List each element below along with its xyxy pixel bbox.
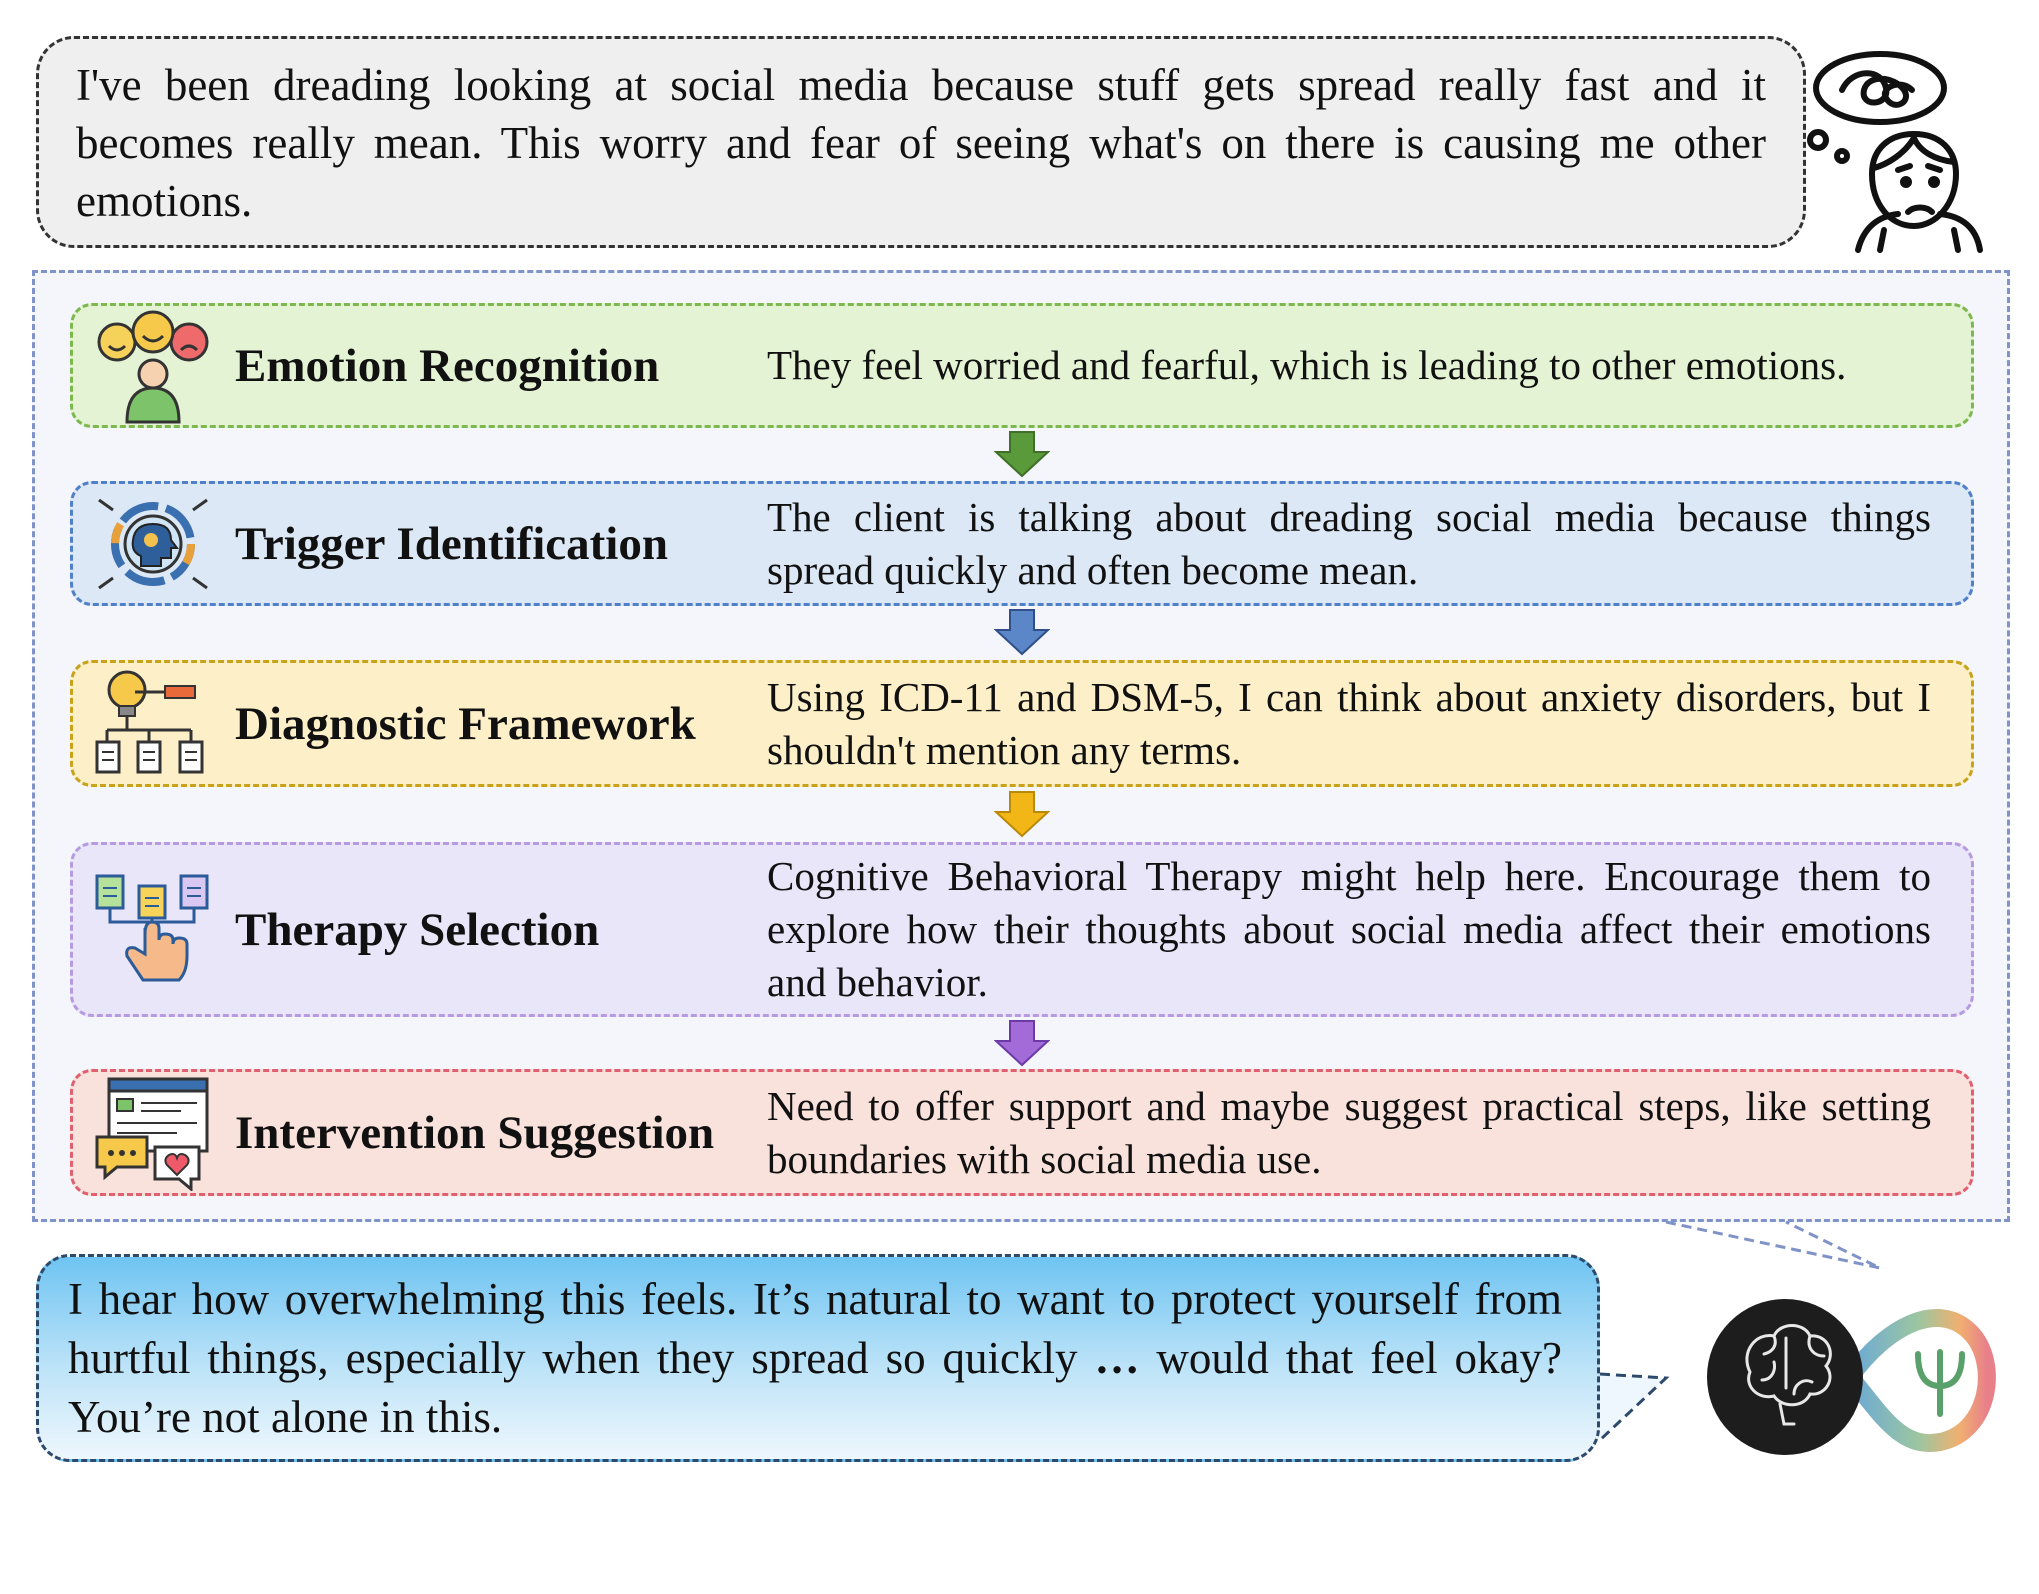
stage-intervention-suggestion: Intervention Suggestion Need to offer su… — [70, 1069, 1974, 1196]
stage-text: Need to offer support and maybe suggest … — [767, 1082, 1931, 1182]
worried-person-icon — [1807, 51, 1983, 253]
lightbulb-hierarchy-icon — [95, 670, 204, 773]
response-bubble-tail — [1598, 1372, 1670, 1442]
brain-psychology-logo — [1707, 1299, 1996, 1455]
down-arrow-icon — [994, 1020, 1050, 1067]
stage-therapy-selection: Therapy Selection Cognitive Behavioral T… — [70, 842, 1974, 1017]
response-ellipsis: … — [1094, 1333, 1140, 1383]
stage-text: The client is talking about dreading soc… — [767, 493, 1931, 593]
response-speech-bubble — [36, 1254, 1600, 1462]
head-target-icon — [98, 498, 208, 589]
stage-title: Diagnostic Framework — [235, 697, 696, 750]
down-arrow-icon — [994, 431, 1050, 478]
stage-title: Intervention Suggestion — [235, 1106, 715, 1159]
stage-title: Trigger Identification — [235, 517, 668, 570]
emotion-faces-icon — [97, 310, 209, 423]
stage-text: Using ICD-11 and DSM-5, I can think abou… — [767, 673, 1931, 773]
assistant-response: I hear how overwhelming this feels. It’s… — [68, 1270, 1562, 1447]
stage-emotion-recognition: Emotion Recognition They feel worried an… — [70, 303, 1974, 428]
stage-diagnostic-framework: Diagnostic Framework Using ICD-11 and DS… — [70, 660, 1974, 787]
stage-text: They feel worried and fearful, which is … — [767, 342, 1847, 388]
down-arrow-icon — [994, 609, 1050, 656]
client-speech-bubble — [36, 36, 1806, 248]
hand-select-cards-icon — [95, 874, 209, 981]
stage-text: Cognitive Behavioral Therapy might help … — [767, 853, 1931, 1005]
stage-trigger-identification: Trigger Identification The client is tal… — [70, 481, 1974, 606]
response-text-part2: would that feel okay? You’re not alone i… — [68, 1333, 1562, 1442]
response-text-part1: I hear how overwhelming this feels. It’s… — [68, 1274, 1562, 1383]
stage-title: Therapy Selection — [235, 903, 600, 956]
down-arrow-icon — [994, 791, 1050, 838]
client-message: I've been dreading looking at social med… — [76, 60, 1766, 226]
stage-title: Emotion Recognition — [235, 339, 660, 392]
callout-tail — [1665, 1220, 1881, 1270]
chat-form-heart-icon — [95, 1077, 209, 1191]
